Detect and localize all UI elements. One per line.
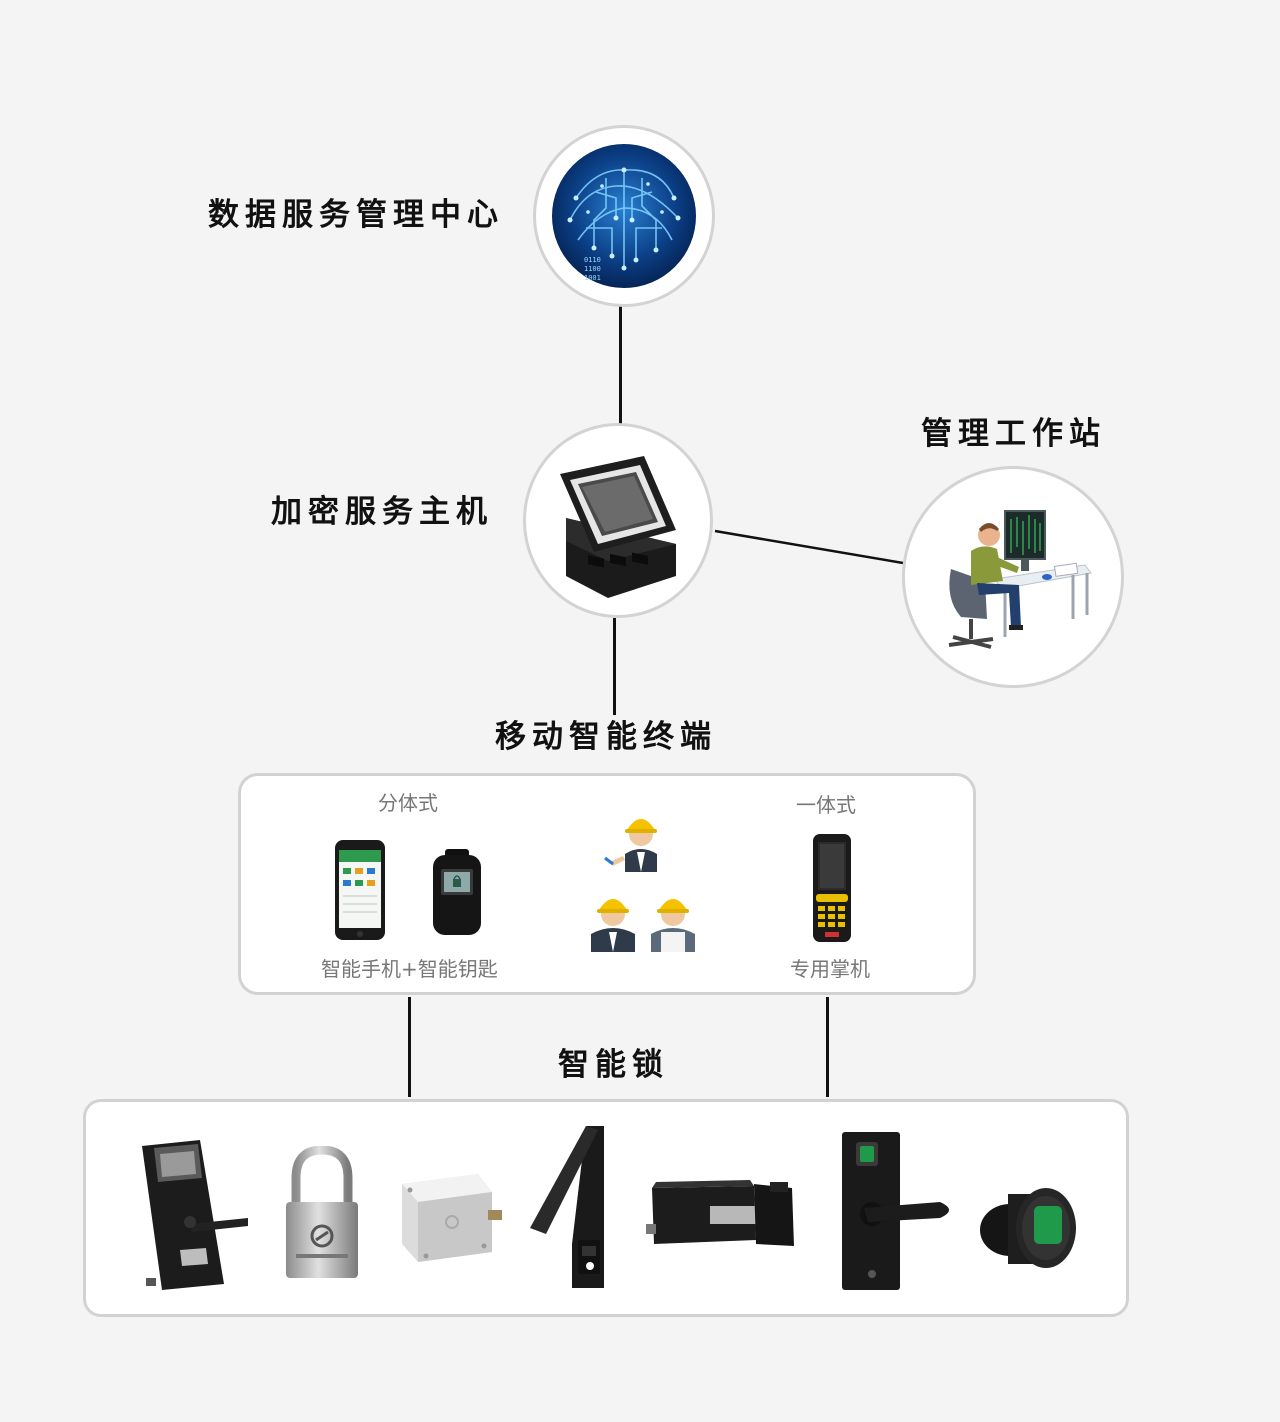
rim-bolt-lock-icon — [646, 1180, 794, 1246]
door-lever-lock-icon — [842, 1132, 949, 1290]
box-lock-icon — [402, 1174, 502, 1262]
workstation-circle — [902, 466, 1124, 688]
worker-left-icon — [591, 899, 635, 952]
caption-integrated-device: 专用掌机 — [790, 957, 870, 981]
cabinet-panel-lock-icon — [142, 1140, 248, 1290]
line-host-to-workstation — [714, 529, 904, 565]
data-center-circle: 0110 1100 1001 — [533, 125, 715, 307]
operator-at-desk-icon — [948, 510, 1092, 649]
handle-lock-icon — [530, 1126, 604, 1288]
circuit-brain-icon: 0110 1100 1001 — [552, 144, 696, 288]
binary-line-3: 1001 — [584, 274, 601, 282]
title-smart-lock: 智能锁 — [558, 1047, 669, 1083]
title-workstation: 管理工作站 — [921, 416, 1106, 452]
line-integrated-to-locks — [826, 997, 829, 1097]
label-integrated-type: 一体式 — [796, 793, 856, 817]
line-split-to-locks — [408, 997, 411, 1097]
title-encrypt-host: 加密服务主机 — [271, 494, 493, 530]
binary-line-1: 0110 — [584, 256, 601, 264]
smart-key-icon — [433, 849, 481, 935]
encryption-host-icon — [560, 456, 676, 598]
title-mobile-terminal: 移动智能终端 — [495, 719, 717, 755]
padlock-icon — [286, 1146, 358, 1278]
smartphone-icon — [335, 840, 385, 940]
line-center-to-host — [619, 306, 622, 424]
title-data-center: 数据服务管理中心 — [208, 197, 504, 233]
caption-split-devices: 智能手机+智能钥匙 — [321, 957, 498, 981]
encrypt-host-circle — [523, 423, 713, 618]
worker-right-icon — [651, 899, 695, 952]
smart-lock-panel — [83, 1099, 1129, 1317]
terminal-panel: 分体式 一体式 — [238, 773, 976, 995]
worker-supervisor-icon — [604, 819, 657, 872]
binary-line-2: 1100 — [584, 265, 601, 273]
cylinder-lock-icon — [980, 1188, 1076, 1268]
line-host-to-terminal — [613, 618, 616, 715]
handheld-terminal-icon — [813, 834, 851, 942]
label-split-type: 分体式 — [378, 791, 438, 815]
